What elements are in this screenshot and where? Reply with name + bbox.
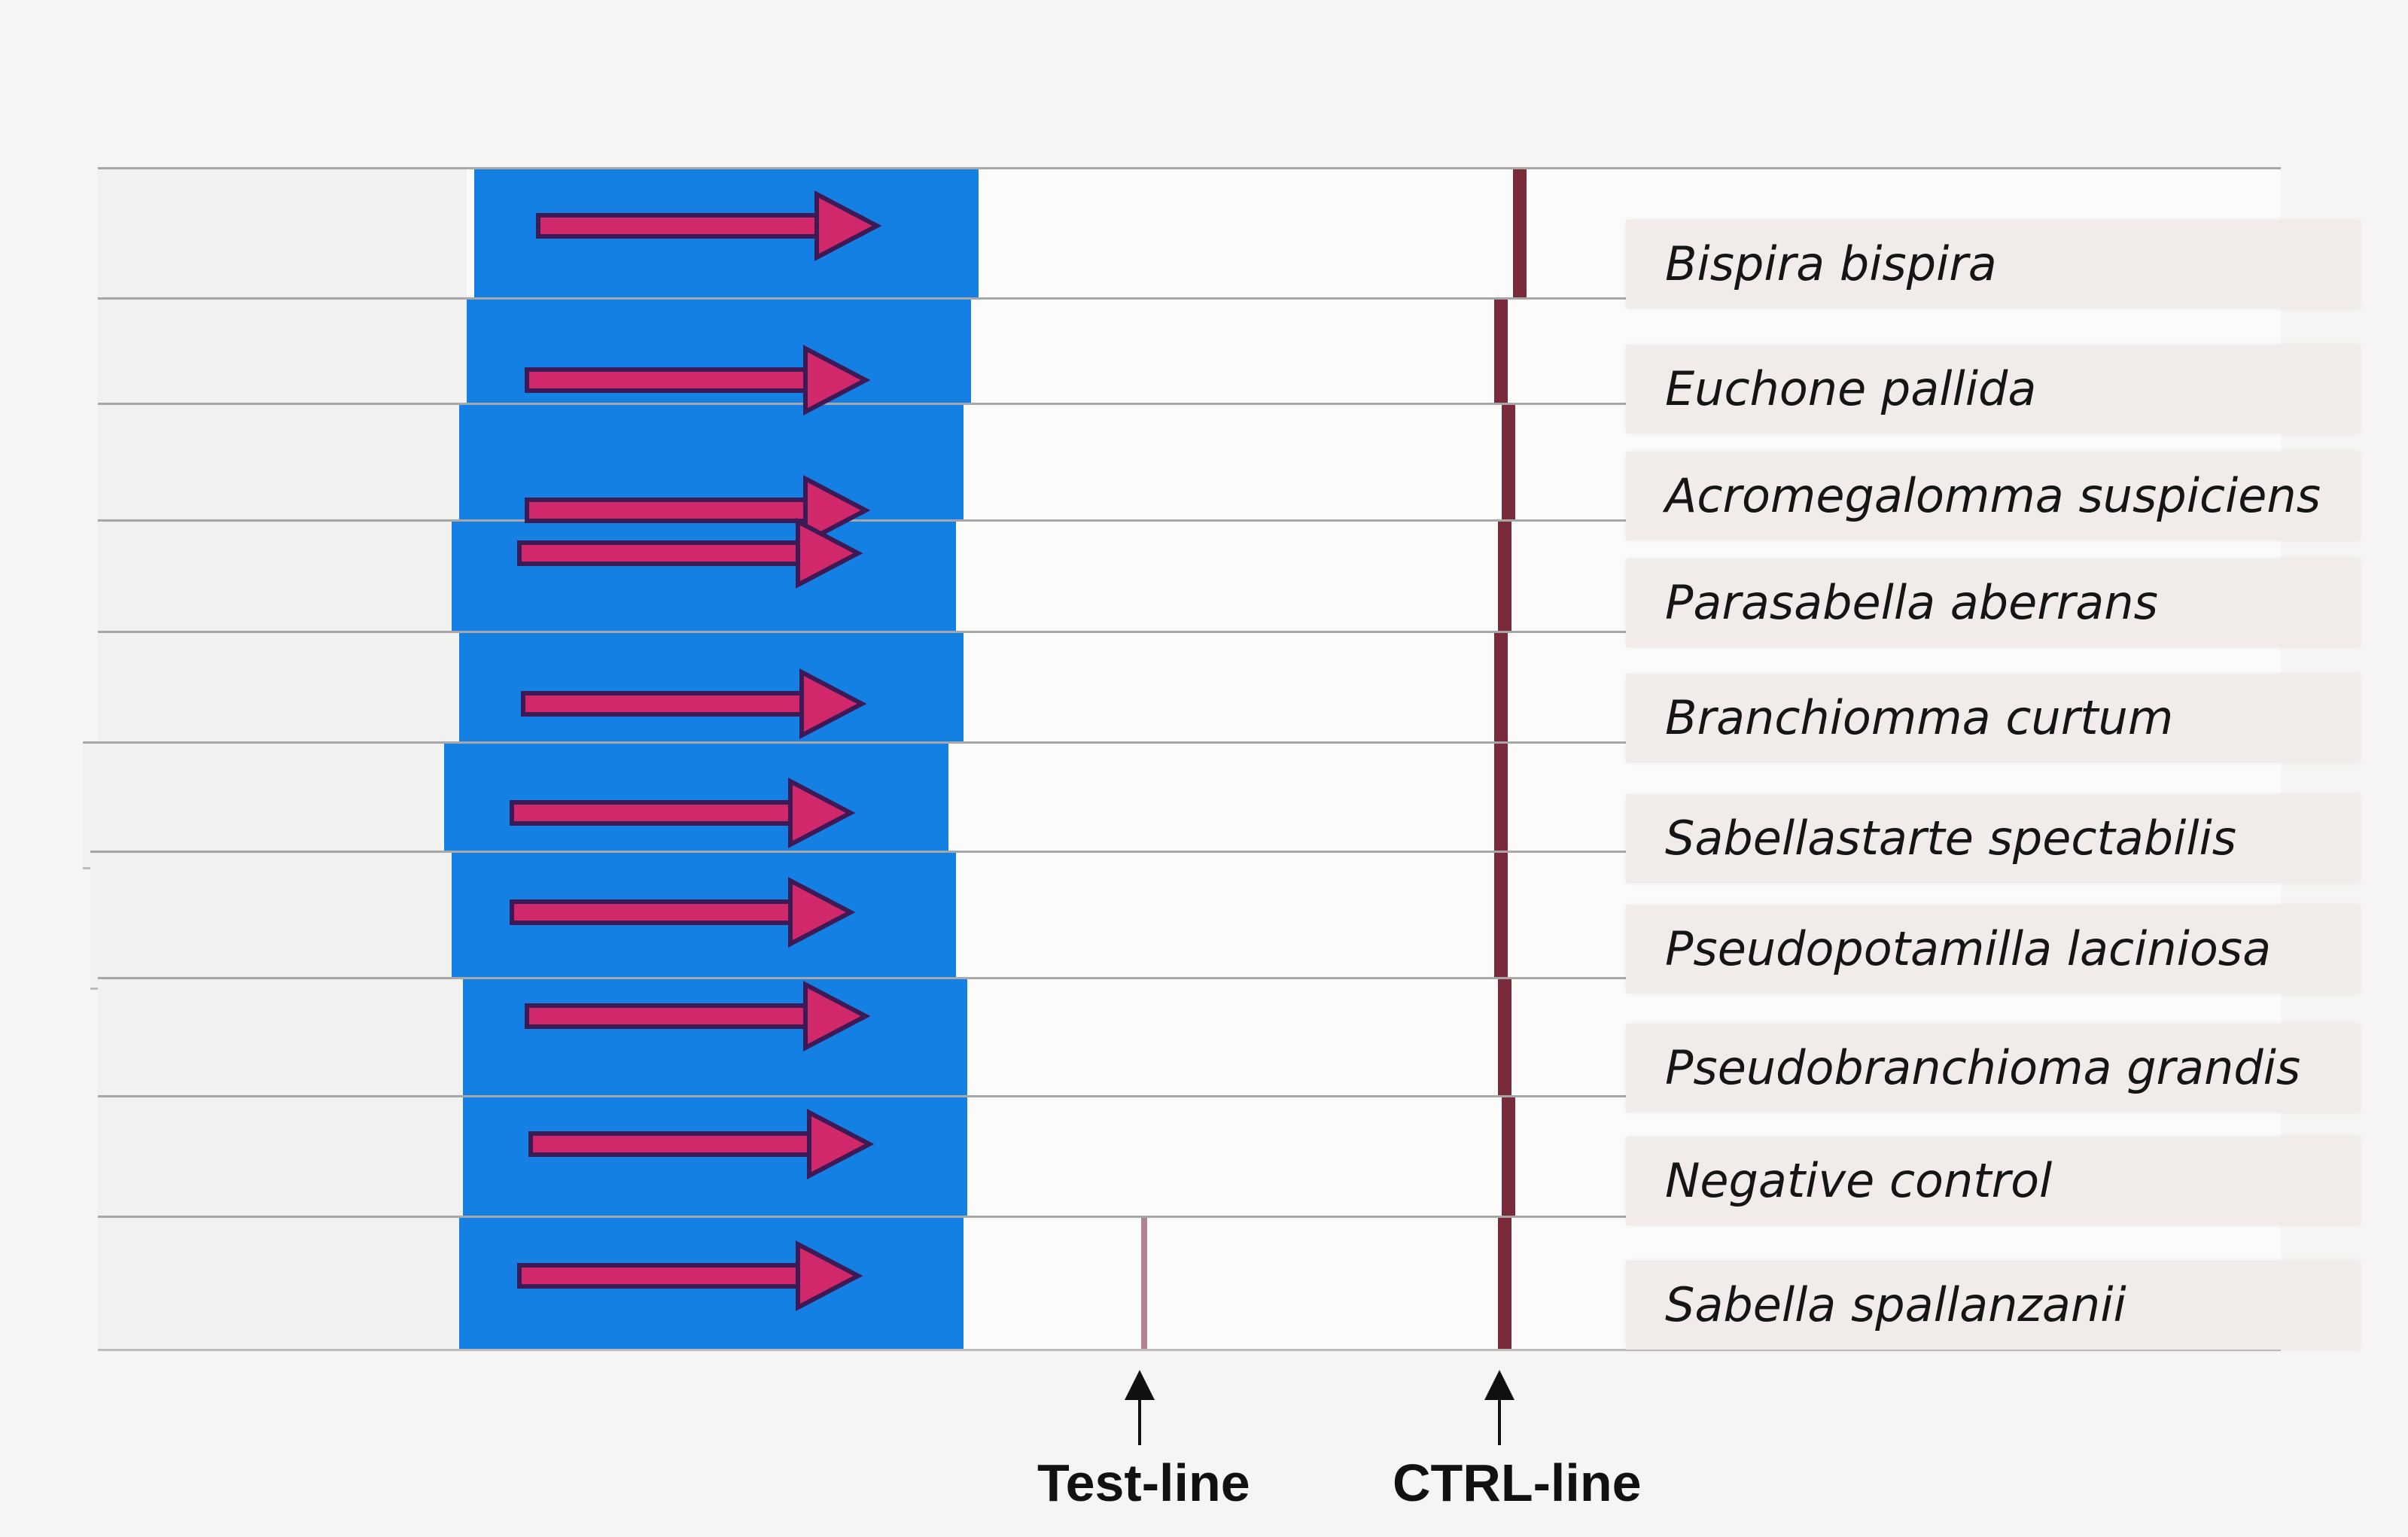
sample-pad [463, 979, 967, 1095]
arrow-icon [527, 985, 866, 1048]
control-line [1498, 979, 1511, 1095]
control-line [1494, 633, 1508, 756]
strip-label: Negative control [1626, 1137, 2360, 1225]
absorbent-pad [98, 522, 467, 638]
strip-label: Sabella spallanzanii [1626, 1261, 2360, 1350]
absorbent-pad [98, 169, 467, 308]
absorbent-pad [98, 300, 467, 408]
test-line [1141, 1218, 1147, 1349]
control-line [1494, 300, 1508, 408]
control-line [1502, 405, 1515, 525]
arrow-icon [523, 672, 862, 735]
test-line-caption: Test-line [1037, 1453, 1250, 1512]
strip-label: Bispira bispira [1626, 220, 2360, 309]
test-line-pointer-icon [1125, 1370, 1155, 1445]
strip-label: Sabellastarte spectabilis [1626, 794, 2360, 883]
strip-label: Pseudopotamilla laciniosa [1626, 905, 2360, 994]
arrow-icon [538, 194, 877, 257]
control-line [1498, 1218, 1511, 1349]
strip-label: Acromegalomma suspiciens [1626, 452, 2360, 540]
arrow-icon [519, 1244, 858, 1307]
strip-label: Branchiomma curtum [1626, 674, 2360, 762]
strip-label: Euchone pallida [1626, 345, 2360, 434]
absorbent-pad [98, 405, 467, 525]
absorbent-pad [98, 979, 467, 1095]
ctrl-line-pointer-icon [1484, 1370, 1515, 1445]
arrow-icon [519, 522, 858, 585]
strip-label: Parasabella aberrans [1626, 558, 2360, 647]
arrow-icon [512, 881, 851, 944]
ctrl-line-caption: CTRL-line [1393, 1453, 1642, 1512]
absorbent-pad [83, 744, 452, 867]
control-line [1513, 169, 1527, 308]
control-line [1498, 522, 1511, 638]
control-line [1494, 853, 1508, 988]
strip-label: Pseudobranchioma grandis [1626, 1024, 2360, 1112]
control-line [1502, 1097, 1515, 1228]
control-line [1494, 744, 1508, 867]
arrow-icon [527, 348, 866, 412]
arrow-icon [512, 781, 851, 845]
absorbent-pad [98, 1218, 467, 1349]
absorbent-pad [90, 853, 459, 988]
sample-pad [463, 1097, 967, 1228]
absorbent-pad [98, 1097, 467, 1228]
arrow-icon [531, 1112, 869, 1176]
absorbent-pad [98, 633, 467, 756]
